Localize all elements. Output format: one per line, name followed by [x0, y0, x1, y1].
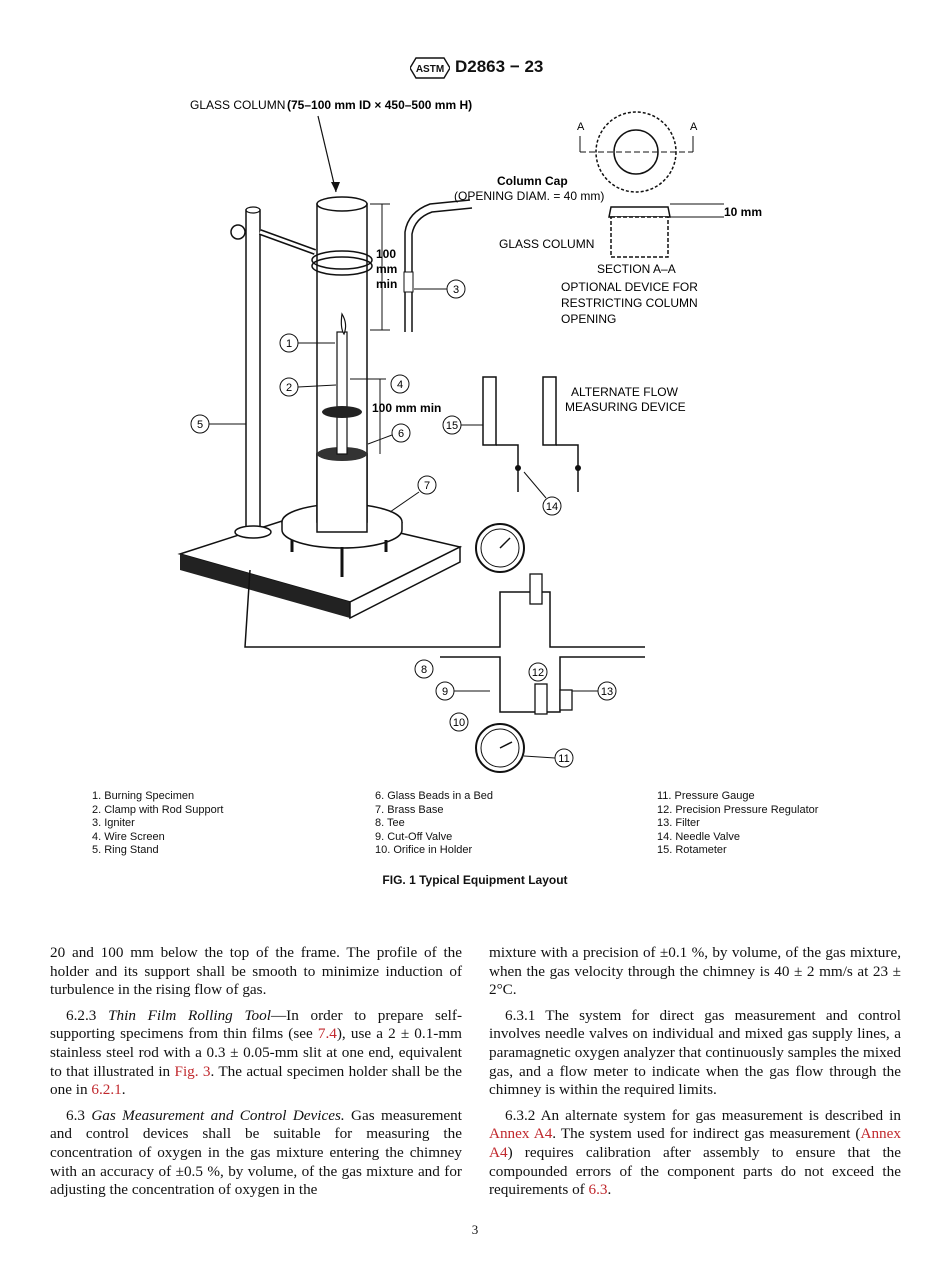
legend-item: 12. Precision Pressure Regulator [657, 803, 819, 816]
paragraph: 20 and 100 mm below the top of the frame… [50, 944, 462, 999]
legend-item: 14. Needle Valve [657, 830, 740, 843]
callout-7: 7 [424, 480, 430, 492]
callout-2: 2 [286, 382, 292, 394]
callout-14: 14 [546, 501, 558, 513]
paragraph: mixture with a precision of ±0.1 %, by v… [489, 944, 901, 999]
legend-item: 8. Tee [375, 817, 405, 829]
paragraph-6-3: 6.3 Gas Measurement and Control Devices.… [50, 1106, 462, 1199]
callout-5: 5 [197, 419, 203, 431]
callout-1: 1 [286, 338, 292, 350]
glass-column-label: GLASS COLUMN [190, 98, 285, 112]
ref-link[interactable]: 6.2.1 [91, 1081, 122, 1099]
alternate-flow-label: MEASURING DEVICE [565, 400, 686, 414]
legend-column-1: 1. Burning Specimen 2. Clamp with Rod Su… [92, 790, 223, 858]
legend-item: 15. Rotameter [657, 844, 727, 856]
callout-13: 13 [601, 686, 613, 698]
callout-10: 10 [453, 717, 465, 729]
legend-column-2: 6. Glass Beads in a Bed 7. Brass Base 8.… [375, 790, 493, 858]
callout-6: 6 [398, 428, 404, 440]
optional-device-label: OPENING [561, 312, 616, 326]
callout-4: 4 [397, 379, 403, 391]
ref-link[interactable]: 7.4 [317, 1025, 337, 1043]
callout-3: 3 [453, 284, 459, 296]
section-aa-label: SECTION A–A [597, 262, 676, 276]
glass-column-dims: (75–100 mm ID × 450–500 mm H) [287, 98, 472, 112]
standard-designation: D2863 − 23 [455, 57, 544, 76]
legend-item: 13. Filter [657, 817, 700, 829]
callout-12: 12 [532, 667, 544, 679]
opening-diam-label: (OPENING DIAM. = 40 mm) [454, 189, 604, 203]
legend-item: 5. Ring Stand [92, 844, 159, 856]
column-cap-label: Column Cap [497, 174, 568, 188]
glass-column-small-label: GLASS COLUMN [499, 237, 594, 251]
dim-label: mm [376, 262, 397, 276]
paragraph-6-2-3: 6.2.3 Thin Film Rolling Tool—In order to… [50, 1006, 463, 1099]
legend-item: 3. Igniter [92, 817, 135, 829]
callout-15: 15 [446, 420, 458, 432]
dim-label: 100 mm min [372, 401, 441, 415]
astm-logo-icon: ASTM [410, 57, 450, 79]
text-column-right: mixture with a precision of ±0.1 %, by v… [489, 944, 901, 1207]
legend-item: 9. Cut-Off Valve [375, 830, 453, 843]
section-a-label: A [577, 121, 585, 133]
legend-item: 10. Orifice in Holder [375, 844, 473, 856]
equipment-layout-figure: GLASS COLUMN (75–100 mm ID × 450–500 mm … [177, 98, 762, 773]
svg-text:ASTM: ASTM [416, 64, 444, 75]
dim-label: 100 [376, 247, 396, 261]
section-title: Thin Film Rolling Tool [108, 1006, 271, 1024]
optional-device-label: RESTRICTING COLUMN [561, 296, 698, 310]
legend-item: 1. Burning Specimen [92, 790, 195, 802]
page-number: 3 [471, 1222, 479, 1237]
legend-column-3: 11. Pressure Gauge 12. Precision Pressur… [657, 790, 818, 858]
page-header: ASTM D2863 − 23 [0, 56, 950, 82]
alternate-flow-label: ALTERNATE FLOW [571, 385, 679, 399]
legend-item: 2. Clamp with Rod Support [92, 803, 224, 816]
legend-item: 6. Glass Beads in a Bed [375, 790, 494, 802]
figure-caption: FIG. 1 Typical Equipment Layout [382, 873, 568, 887]
section-a-label: A [690, 121, 698, 133]
paragraph-6-3-2: 6.3.2 An alternate system for gas measur… [489, 1106, 901, 1199]
legend-item: 7. Brass Base [375, 803, 444, 816]
ref-link[interactable]: Annex A4 [489, 1125, 553, 1143]
dim-10mm-label: 10 mm [724, 205, 762, 219]
ref-link[interactable]: 6.3 [588, 1181, 608, 1199]
callout-11: 11 [558, 753, 569, 765]
ref-link[interactable]: Fig. 3 [174, 1062, 211, 1080]
text-column-left: 20 and 100 mm below the top of the frame… [50, 944, 462, 1207]
callout-8: 8 [421, 664, 427, 676]
optional-device-label: OPTIONAL DEVICE FOR [561, 280, 698, 294]
callout-9: 9 [442, 686, 448, 698]
paragraph-6-3-1: 6.3.1 The system for direct gas measurem… [489, 1006, 901, 1099]
legend-item: 11. Pressure Gauge [657, 790, 755, 802]
section-title: Gas Measurement and Control Devices. [91, 1106, 345, 1124]
dim-label: min [376, 277, 397, 291]
legend-item: 4. Wire Screen [92, 830, 165, 843]
callouts: 1 2 3 4 5 6 7 8 9 10 11 12 13 14 15 [190, 279, 617, 768]
ref-link[interactable]: Annex A4 [489, 1125, 901, 1161]
